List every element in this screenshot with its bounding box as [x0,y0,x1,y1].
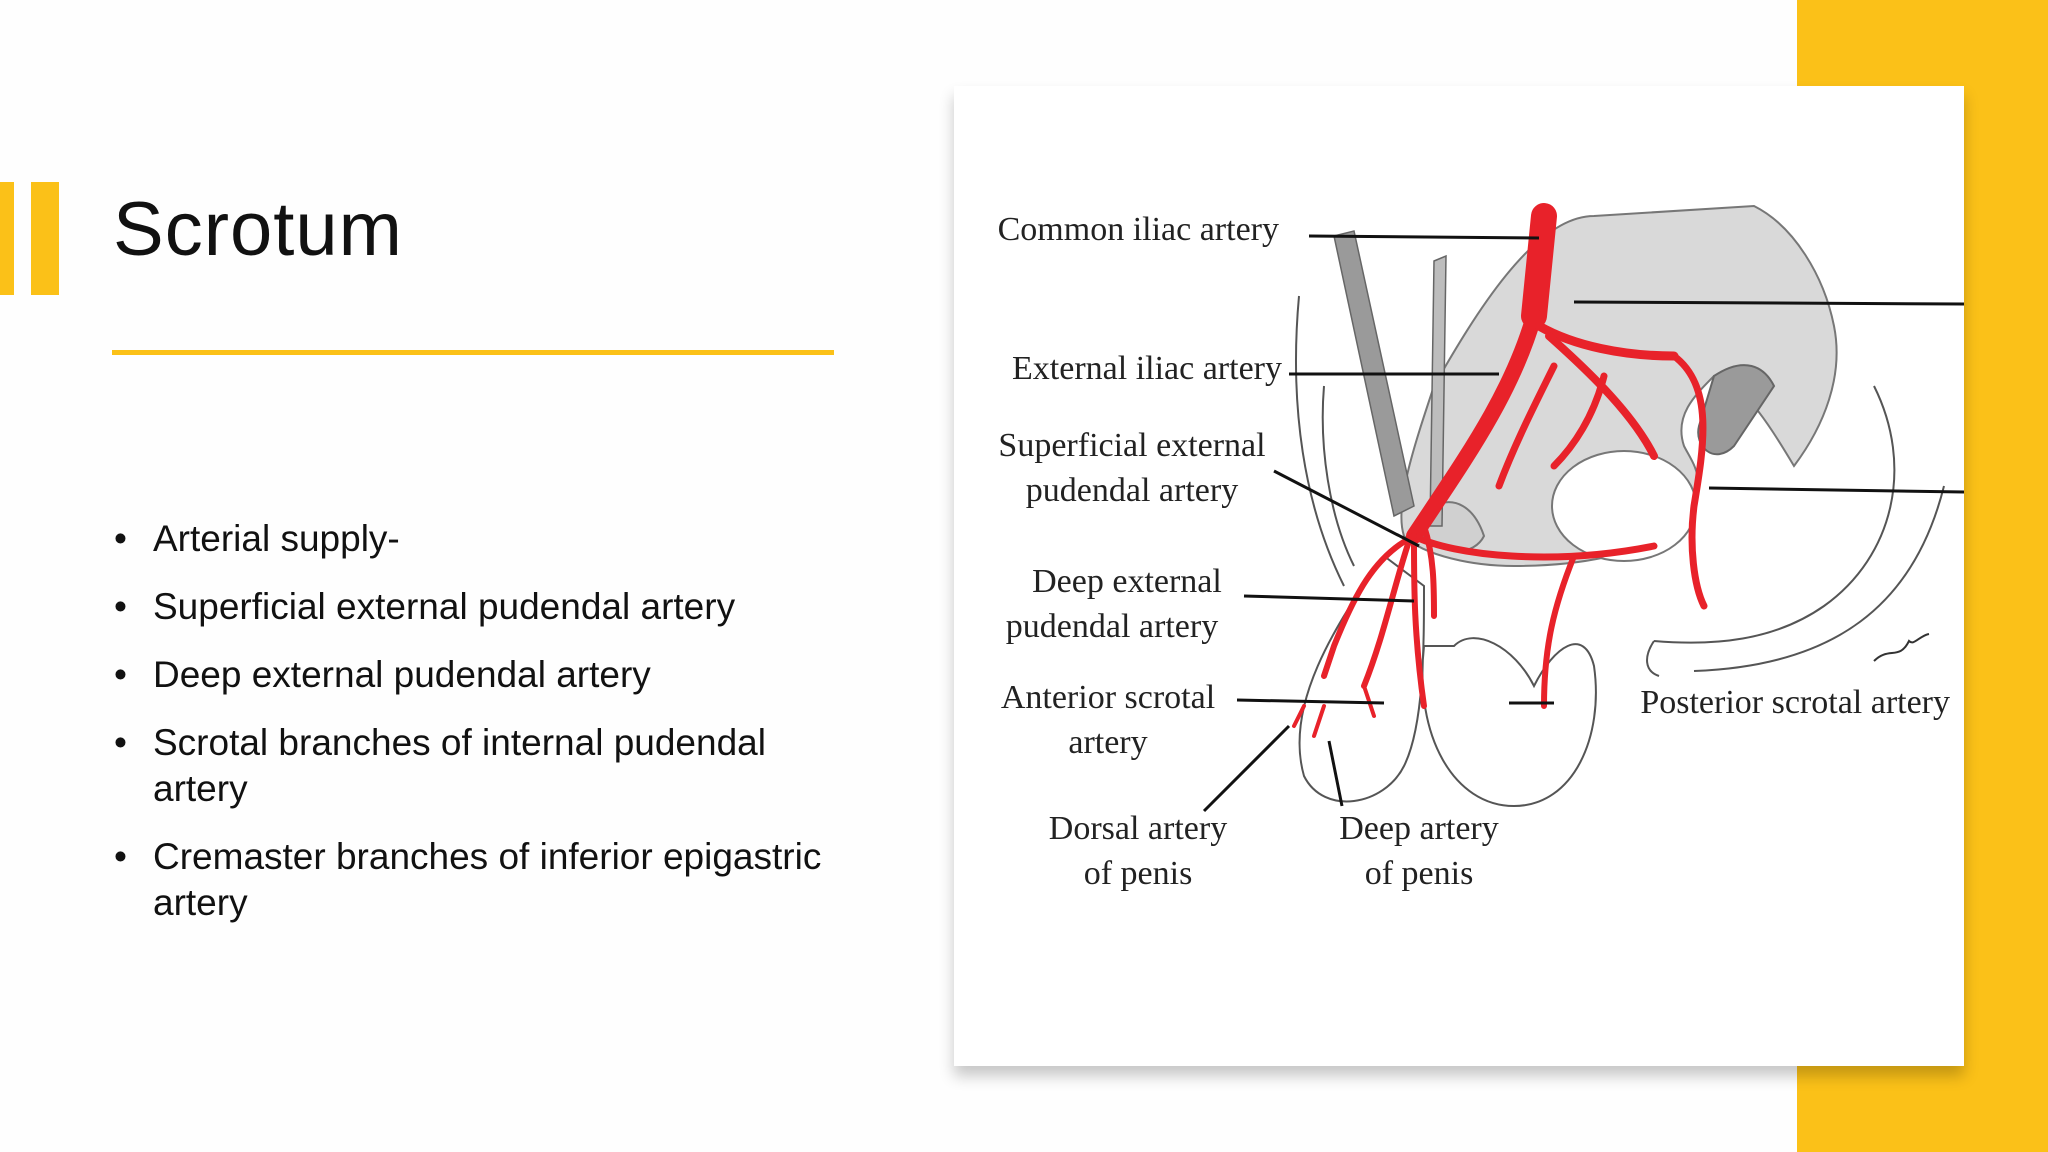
thigh-contour [1693,485,1945,672]
scrotum-outline [1421,637,1597,808]
bullet-marker: • [114,518,127,559]
bullet-text: Cremaster branches of inferior epigastri… [153,836,822,923]
arteries [1292,203,1708,738]
body-contour [1295,295,1345,587]
label-posterior-scrotal: Posterior scrotal artery [1640,684,1950,721]
anatomy-figure: Common iliac artery External iliac arter… [954,86,1964,1066]
label-anterior-scrotal-line1: Anterior scrotal [1001,679,1215,716]
thigh-contour [1653,385,1896,644]
slide-title: Scrotum [113,187,403,272]
pelvic-bone [1400,204,1838,568]
label-superficial-external-line2: pudendal artery [1026,472,1238,509]
label-anterior-scrotal-line2: artery [1068,724,1147,761]
label-external-iliac: External iliac artery [1012,350,1282,387]
label-deep-external-line2: pudendal artery [1006,608,1218,645]
bullet-item: • Cremaster branches of inferior epigastr… [112,834,832,926]
bullet-marker: • [114,654,127,695]
anatomy-illustration: Common iliac artery External iliac arter… [998,203,1964,892]
label-common-iliac: Common iliac artery [998,211,1279,248]
bullet-marker: • [114,586,127,627]
bullet-item: • Arterial supply- [112,516,832,562]
label-deep-external-line1: Deep external [1032,563,1222,600]
bullet-text: Scrotal branches of internal pudendal ar… [153,722,766,809]
bullet-marker: • [114,722,127,763]
bullet-item: • Scrotal branches of internal pudendal a… [112,720,832,812]
title-accent-bar [0,182,14,295]
label-dorsal-artery-line1: Dorsal artery [1049,810,1227,847]
bullet-marker: • [114,836,127,877]
bullet-item: • Deep external pudendal artery [112,652,832,698]
thigh-contour [1646,640,1660,677]
label-superficial-external-line1: Superficial external [998,427,1265,464]
bullet-list: • Arterial supply- • Superficial external … [112,516,832,948]
bullet-item: • Superficial external pudendal artery [112,584,832,630]
body-contour [1321,385,1355,567]
title-underline [112,350,834,355]
bullet-text: Deep external pudendal artery [153,654,651,695]
label-dorsal-artery-line2: of penis [1084,855,1193,892]
bullet-text: Arterial supply- [153,518,400,559]
title-accent-bar [31,182,59,295]
bullet-text: Superficial external pudendal artery [153,586,736,627]
artist-signature [1873,633,1930,662]
label-deep-artery-line2: of penis [1365,855,1474,892]
leader-lines [1202,234,1964,813]
label-deep-artery-line1: Deep artery [1339,810,1499,847]
